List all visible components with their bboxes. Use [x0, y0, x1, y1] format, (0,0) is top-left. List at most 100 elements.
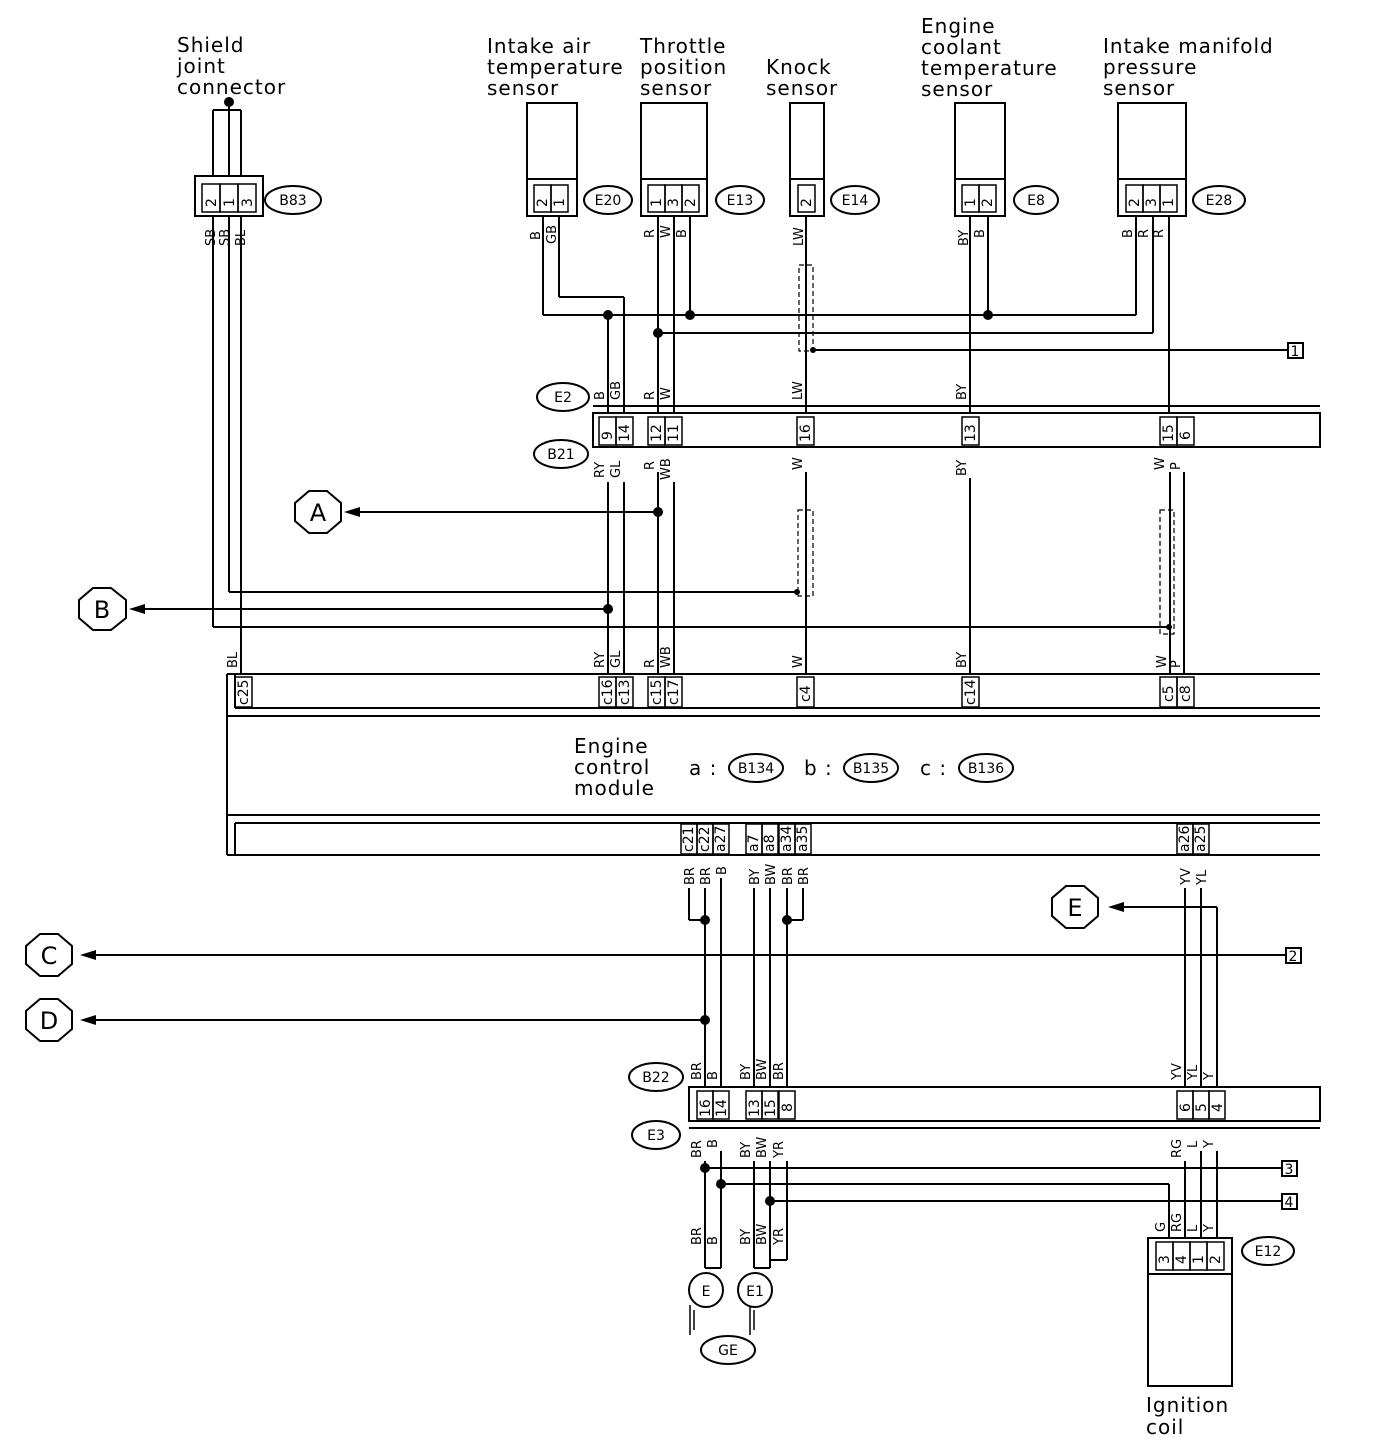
svg-text:D: D — [40, 1007, 58, 1035]
pin-label: 1 — [222, 198, 238, 207]
svg-text:c14: c14 — [963, 679, 979, 705]
svg-text:WB: WB — [659, 458, 674, 480]
svg-text:W: W — [659, 387, 674, 400]
wire-labels-e2: B GB R W LW BY — [593, 381, 970, 400]
svg-text:16: 16 — [698, 1099, 714, 1117]
engine-control-module — [226, 673, 1320, 856]
intake-air-temperature-sensor-title: Intake air temperature sensor — [487, 34, 623, 100]
pin-label: 1 — [552, 198, 568, 207]
wire-labels-e12: G RG L Y — [1154, 1213, 1217, 1233]
wire-labels-ecm-top: BL RY GL R WB W BY W P — [226, 646, 1184, 668]
svg-text:BL: BL — [226, 651, 241, 668]
svg-text:BR: BR — [797, 867, 812, 885]
svg-text:YV: YV — [1170, 1063, 1185, 1081]
pin-label: 2 — [799, 198, 815, 207]
connector-housing — [688, 1086, 1321, 1122]
title-line: Intake manifold — [1103, 34, 1274, 58]
svg-text:Y: Y — [1202, 1224, 1217, 1233]
connector-e8: 1 2 — [954, 178, 1006, 217]
svg-text:B136: B136 — [968, 761, 1004, 777]
svg-text:module: module — [574, 776, 655, 800]
connector-id-e28: E28 — [1192, 185, 1246, 215]
title-line: sensor — [1103, 76, 1175, 100]
connector-id-b134: B134 — [728, 753, 784, 783]
svg-text:1: 1 — [1291, 344, 1300, 360]
svg-text:E3: E3 — [647, 1128, 665, 1144]
connector-id-e3: E3 — [631, 1120, 681, 1150]
svg-text:E8: E8 — [1027, 193, 1045, 209]
pin-label: 3 — [666, 198, 682, 207]
svg-text:4: 4 — [1174, 1255, 1190, 1264]
svg-text:BR: BR — [690, 1227, 705, 1245]
pin-label: 2 — [1127, 198, 1143, 207]
title-line: Intake air — [487, 34, 591, 58]
svg-text:W: W — [1153, 457, 1168, 470]
svg-text:E: E — [1067, 894, 1082, 922]
svg-text:E20: E20 — [595, 193, 622, 209]
intake-manifold-pressure-sensor-title: Intake manifold pressure sensor — [1103, 34, 1274, 100]
intake-air-temperature-sensor-body — [526, 102, 578, 180]
svg-text:BR: BR — [781, 867, 796, 885]
svg-text:R: R — [643, 659, 658, 668]
svg-text:8: 8 — [780, 1103, 796, 1112]
pin-label: 2 — [980, 198, 996, 207]
svg-text:BR: BR — [772, 1062, 787, 1080]
svg-text:a27: a27 — [713, 826, 729, 852]
svg-text:14: 14 — [714, 1099, 730, 1117]
svg-text:5: 5 — [1194, 1103, 1210, 1112]
svg-text:c21: c21 — [681, 826, 697, 852]
svg-text:13: 13 — [747, 1099, 763, 1117]
svg-text:R: R — [643, 391, 658, 400]
connector-id-e14: E14 — [830, 185, 880, 215]
wire-labels-b21: RY GL R WB W BY W P — [593, 457, 1184, 480]
pin-cell — [797, 184, 816, 213]
svg-text:E: E — [702, 1284, 711, 1300]
svg-text:4: 4 — [1285, 1195, 1294, 1211]
svg-text:b :: b : — [804, 756, 833, 780]
ref-octagon-d: D — [25, 998, 73, 1042]
svg-text:15: 15 — [1161, 424, 1177, 442]
svg-text:C: C — [41, 942, 58, 970]
svg-text:a34: a34 — [779, 826, 795, 852]
ecm-top-pins: c25 c16 c13 c15 c17 c4 c14 c5 c8 — [234, 676, 1195, 708]
svg-text:BR: BR — [683, 867, 698, 885]
ref-box-1: 1 — [1287, 342, 1304, 360]
svg-text:15: 15 — [763, 1099, 779, 1117]
connector-id-ge: GE — [700, 1335, 756, 1365]
svg-text:B: B — [94, 596, 110, 624]
svg-text:3: 3 — [1285, 1162, 1294, 1178]
connector-e14: 2 — [789, 178, 825, 217]
svg-text:BY: BY — [739, 1064, 754, 1080]
pin-label: 1 — [1161, 198, 1177, 207]
connector-b21-e2-strip: 9 14 12 11 16 13 15 6 — [592, 405, 1321, 448]
svg-text:12: 12 — [649, 424, 665, 442]
svg-text:c22: c22 — [697, 826, 713, 852]
bottom-wires — [700, 1151, 1282, 1245]
title-line: sensor — [921, 77, 993, 101]
ecm-title: Engine control module a : b : c : — [574, 734, 946, 800]
svg-text:YR: YR — [772, 1228, 787, 1246]
engine-coolant-temperature-sensor-title: Engine coolant temperature sensor — [921, 14, 1057, 101]
title-line: sensor — [766, 76, 838, 100]
svg-text:c25: c25 — [236, 679, 252, 705]
connector-e12: 3 4 1 2 — [1147, 1237, 1233, 1275]
ground-terminals — [689, 1245, 788, 1335]
connector-id-e2: E2 — [536, 382, 590, 412]
wire-labels-e3: BR B BY BW YR RG L Y — [690, 1137, 1217, 1159]
pin-label: 2 — [683, 198, 699, 207]
svg-text:W: W — [791, 655, 806, 668]
svg-text:B: B — [973, 229, 988, 238]
pin-cell — [681, 184, 700, 213]
svg-text:c15: c15 — [649, 679, 665, 705]
svg-text:E13: E13 — [727, 193, 754, 209]
svg-text:a35: a35 — [795, 826, 811, 852]
connector-id-b22: B22 — [628, 1062, 684, 1092]
svg-text:GB: GB — [545, 225, 560, 244]
svg-text:a26: a26 — [1177, 826, 1193, 852]
pin-cell — [1159, 184, 1178, 213]
wire-labels-ground: BR B BY BW YR — [690, 1224, 787, 1246]
svg-text:coil: coil — [1146, 1415, 1184, 1439]
svg-text:R: R — [643, 461, 658, 470]
connector-b83: 2 1 3 — [194, 175, 264, 217]
svg-text:BW: BW — [764, 864, 779, 885]
